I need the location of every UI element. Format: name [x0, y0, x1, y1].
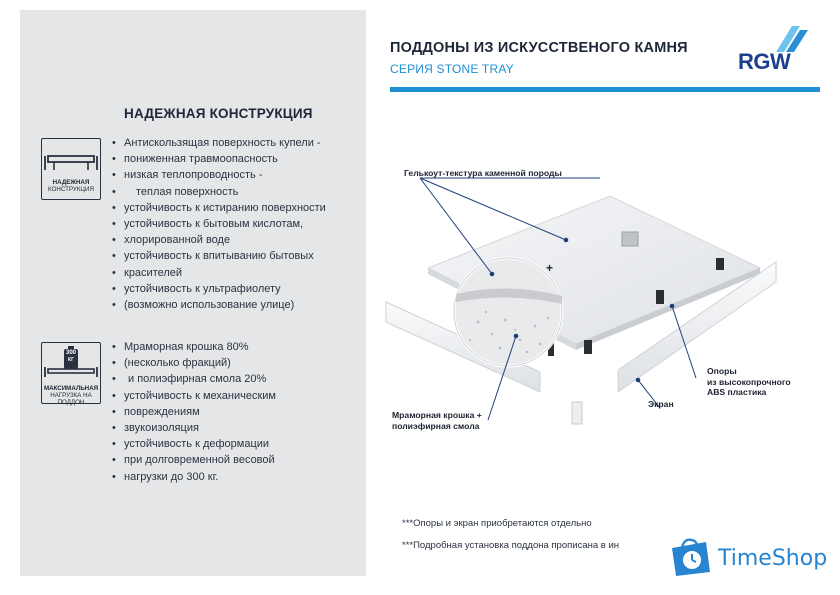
list-item: повреждениям — [112, 404, 362, 420]
page-title: ПОДДОНЫ ИЗ ИСКУССТВЕНОГО КАМНЯ — [390, 40, 688, 56]
watermark-text: TimeShop — [718, 546, 828, 571]
list-item: Антискользящая поверхность купели - — [112, 135, 362, 151]
gelcoat-callout: Гелькоут-текстура каменной породы — [404, 168, 562, 178]
list-item: (несколько фракций) — [112, 355, 362, 371]
max-load-badge: 300 КГ МАКСИМАЛЬНАЯ НАГРУЗКА НА ПОДДОН — [41, 342, 101, 406]
shower-tray-illustration: + — [385, 177, 777, 425]
reliable-construction-badge: НАДЕЖНАЯ КОНСТРУКЦИЯ — [41, 138, 101, 200]
list-item: нагрузки до 300 кг. — [112, 469, 362, 485]
list-item: устойчивость к истиранию поверхности — [112, 200, 362, 216]
list-item: и полиэфирная смола 20% — [112, 371, 362, 387]
supports-callout-line1: Опоры — [707, 366, 737, 376]
supports-callout-line2: из высокопрочного — [707, 376, 791, 387]
marble-callout-line2: полиэфирная смола — [392, 420, 480, 431]
badge2-line1: МАКСИМАЛЬНАЯ — [43, 385, 99, 392]
supports-callout: Опоры из высокопрочного ABS пластика — [707, 366, 791, 398]
screen-callout: Экран — [648, 399, 674, 409]
section-title: НАДЕЖНАЯ КОНСТРУКЦИЯ — [124, 106, 313, 121]
badge1-line1: НАДЕЖНАЯ — [52, 179, 90, 186]
list-item: красителей — [112, 265, 362, 281]
list-item: устойчивость к бытовым кислотам, — [112, 216, 362, 232]
brand-logo: RGW — [738, 49, 791, 74]
weight-icon — [44, 346, 98, 377]
list-item: теплая поверхность — [112, 184, 362, 200]
list-item: низкая теплопроводность - — [112, 167, 362, 183]
badge2-weight: 300 — [65, 350, 76, 356]
svg-text:+: + — [546, 261, 553, 275]
list-item: устойчивость к механическим — [112, 388, 362, 404]
list-item: устойчивость к деформации — [112, 436, 362, 452]
marble-callout: Мраморная крошка + полиэфирная смола — [392, 410, 482, 431]
footnote-installation: ***Подробная установка поддона прописана… — [402, 540, 620, 551]
material-features-list: Мраморная крошка 80% (несколько фракций)… — [112, 339, 362, 485]
header-divider — [390, 87, 820, 92]
supports-callout-line3: ABS пластика — [707, 387, 767, 397]
badge1-line2: КОНСТРУКЦИЯ — [48, 186, 94, 193]
footnote-supports: ***Опоры и экран приобретаются отдельно — [402, 518, 592, 529]
list-item: устойчивость к впитыванию бытовых — [112, 248, 362, 264]
badge2-unit: КГ — [68, 357, 74, 363]
badge2-line2: НАГРУЗКА НА ПОДДОН — [50, 392, 92, 406]
list-item: Мраморная крошка 80% — [112, 339, 362, 355]
construction-features-list: Антискользящая поверхность купели - пони… — [112, 135, 362, 313]
list-item: звукоизоляция — [112, 420, 362, 436]
list-item: устойчивость к ультрафиолету — [112, 281, 362, 297]
list-item: хлорированной воде — [112, 232, 362, 248]
rgw-logo-icon — [776, 26, 808, 52]
tray-construction-icon — [44, 155, 98, 170]
list-item: (возможно использование улице) — [112, 297, 362, 313]
marble-callout-line1: Мраморная крошка + — [392, 410, 482, 420]
shopping-bag-clock-icon — [672, 538, 710, 576]
list-item: при долговременной весовой — [112, 452, 362, 468]
list-item: пониженная травмоопасность — [112, 151, 362, 167]
series-subtitle: СЕРИЯ STONE TRAY — [390, 62, 514, 76]
